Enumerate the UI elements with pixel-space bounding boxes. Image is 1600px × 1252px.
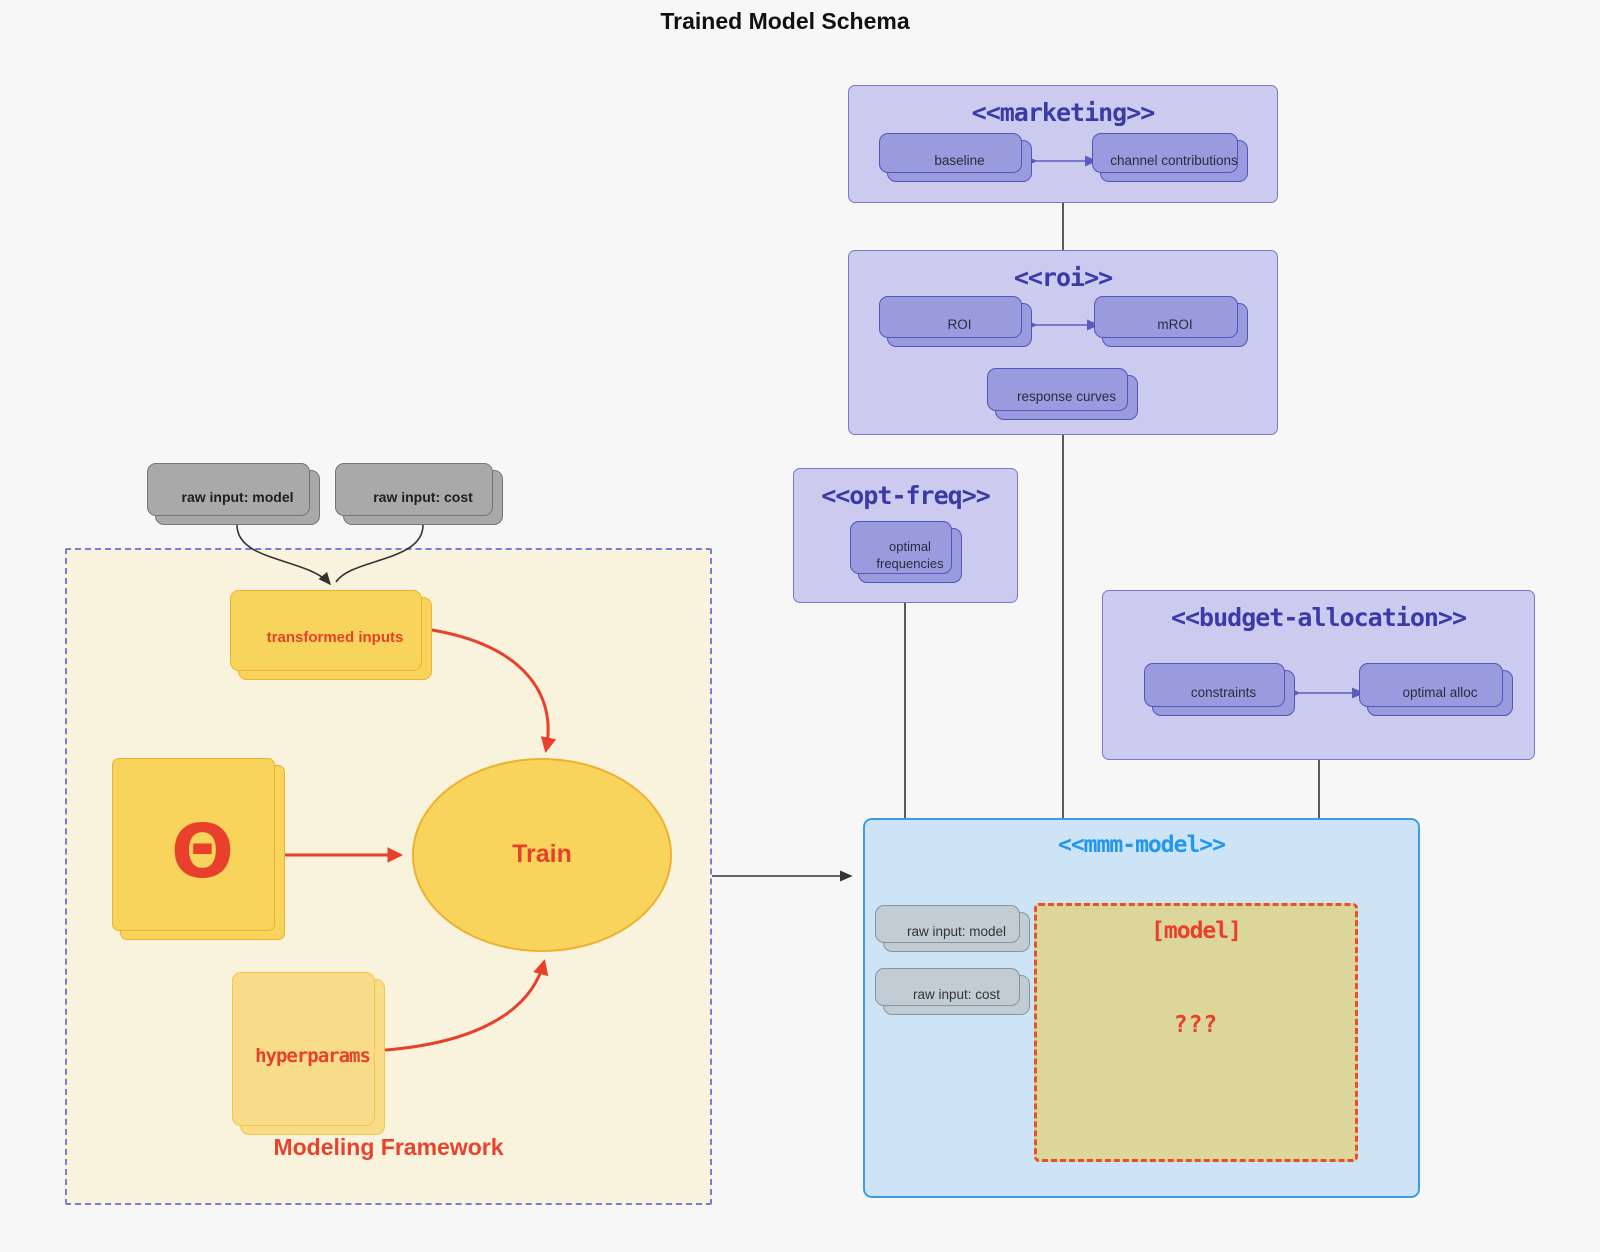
node-roi-label: ROI	[947, 316, 972, 332]
node-hyperparams-label: hyperparams	[255, 1045, 371, 1068]
cluster-mmm-model-title: <<mmm-model>>	[1057, 832, 1226, 858]
node-raw-input-model-label: raw input: model	[181, 488, 294, 505]
cluster-marketing-title: <<marketing>>	[971, 98, 1156, 127]
node-roi: ROI	[879, 296, 1032, 347]
node-mroi-label: mROI	[1157, 316, 1193, 332]
diagram-title: Trained Model Schema	[660, 8, 910, 34]
node-raw-input-cost: raw input: cost	[335, 463, 503, 525]
node-optimal-alloc-label: optimal alloc	[1402, 684, 1478, 700]
node-mmm-raw-input-model: raw input: model	[875, 905, 1030, 952]
node-mroi: mROI	[1094, 296, 1248, 347]
node-theta: Θ	[112, 758, 285, 940]
node-optimal-frequencies-label: optimal frequencies	[876, 539, 944, 571]
node-channel-contributions: channel contributions	[1092, 133, 1248, 182]
model-placeholder-box: [model] ???	[1034, 903, 1358, 1162]
node-response-curves: response curves	[987, 368, 1138, 420]
node-raw-input-cost-label: raw input: cost	[373, 488, 473, 505]
node-optimal-frequencies: optimal frequencies	[850, 521, 962, 583]
node-channel-contributions-label: channel contributions	[1110, 152, 1238, 168]
node-baseline-label: baseline	[934, 152, 985, 168]
model-box-question: ???	[1173, 1012, 1219, 1038]
node-constraints-label: constraints	[1190, 684, 1257, 700]
cluster-opt-freq-title: <<opt-freq>>	[821, 481, 991, 510]
node-theta-label: Θ	[171, 809, 234, 896]
node-response-curves-label: response curves	[1016, 389, 1117, 405]
cluster-budget-allocation-title: <<budget-allocation>>	[1170, 603, 1467, 632]
node-baseline: baseline	[879, 133, 1032, 182]
node-mmm-raw-input-cost-label: raw input: cost	[912, 986, 1001, 1002]
node-transformed-inputs-label: transformed inputs	[266, 629, 404, 647]
node-train-label: Train	[512, 840, 572, 869]
node-constraints: constraints	[1144, 663, 1295, 716]
node-transformed-inputs: transformed inputs	[230, 590, 432, 680]
node-mmm-raw-input-model-label: raw input: model	[906, 923, 1007, 939]
cluster-roi-title: <<roi>>	[1013, 263, 1113, 292]
node-mmm-raw-input-cost: raw input: cost	[875, 968, 1030, 1015]
node-raw-input-model: raw input: model	[147, 463, 320, 525]
node-train: Train	[412, 758, 672, 952]
modeling-framework-label: Modeling Framework	[273, 1134, 504, 1160]
model-box-title: [model]	[1151, 918, 1242, 944]
node-hyperparams: hyperparams	[232, 972, 385, 1135]
node-optimal-alloc: optimal alloc	[1359, 663, 1513, 716]
